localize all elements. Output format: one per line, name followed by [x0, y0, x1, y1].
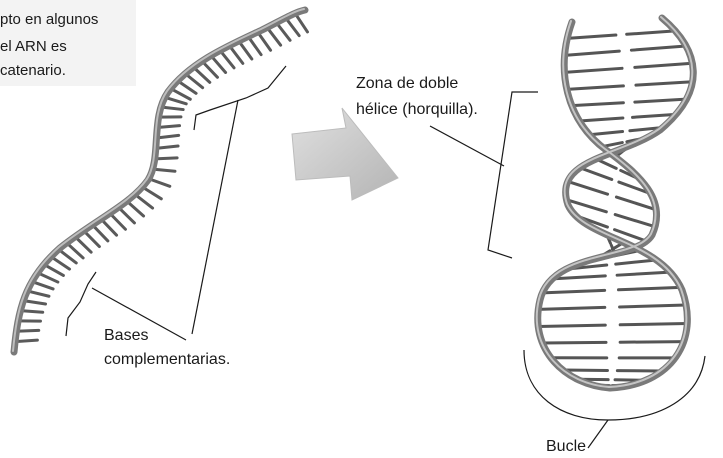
base-pair-half: [635, 99, 687, 102]
base-pair-half: [615, 215, 655, 227]
base-pair-half: [627, 31, 676, 34]
base-pair-half: [542, 342, 606, 343]
complementary-brackets: [66, 66, 286, 340]
helix-pointer-line: [430, 126, 504, 166]
helix-label-line-2: hélice (horquilla).: [356, 100, 478, 120]
base-pair-half: [572, 103, 624, 106]
helix-label-line-1: Zona de doble: [356, 74, 458, 94]
hairpin-rna: [537, 17, 694, 388]
left-strand-backbone: [14, 10, 305, 352]
base-pair-half: [538, 325, 605, 326]
base-pair-half: [635, 63, 693, 67]
base-pair-half: [542, 290, 604, 292]
base-pair-half: [567, 86, 624, 89]
transformation-arrow: [292, 108, 398, 200]
base-pair-half: [618, 287, 680, 289]
loop-bracket: [524, 350, 705, 448]
base-pair-half: [565, 51, 620, 55]
base-pair-half: [538, 307, 604, 309]
single-strand-rna: [13, 9, 307, 352]
left-strand-bases: [15, 13, 307, 341]
bases-label-line-1: Bases: [104, 326, 148, 346]
bases-label-line-2: complementarias.: [104, 350, 230, 370]
loop-pointer-line: [588, 420, 608, 448]
base-pair-half: [620, 342, 684, 343]
loop-label: Bucle: [546, 437, 586, 457]
base-pair-half: [631, 46, 686, 50]
base-pair-half: [580, 168, 612, 180]
hairpin-bases: [538, 31, 692, 386]
base-pair-half: [579, 118, 622, 121]
base-pair-half: [617, 272, 670, 275]
base-pair-half: [620, 305, 686, 307]
base-pair-half: [568, 181, 608, 194]
base-pair-half: [567, 35, 616, 38]
base-pair-half: [620, 323, 687, 324]
base-pair-half: [564, 68, 622, 72]
base-pair-half: [636, 82, 693, 85]
pointer-line-upper: [192, 100, 238, 334]
hairpin-strand-b: [566, 18, 694, 388]
base-pair-half: [590, 131, 623, 134]
base-pair-half: [616, 260, 657, 264]
